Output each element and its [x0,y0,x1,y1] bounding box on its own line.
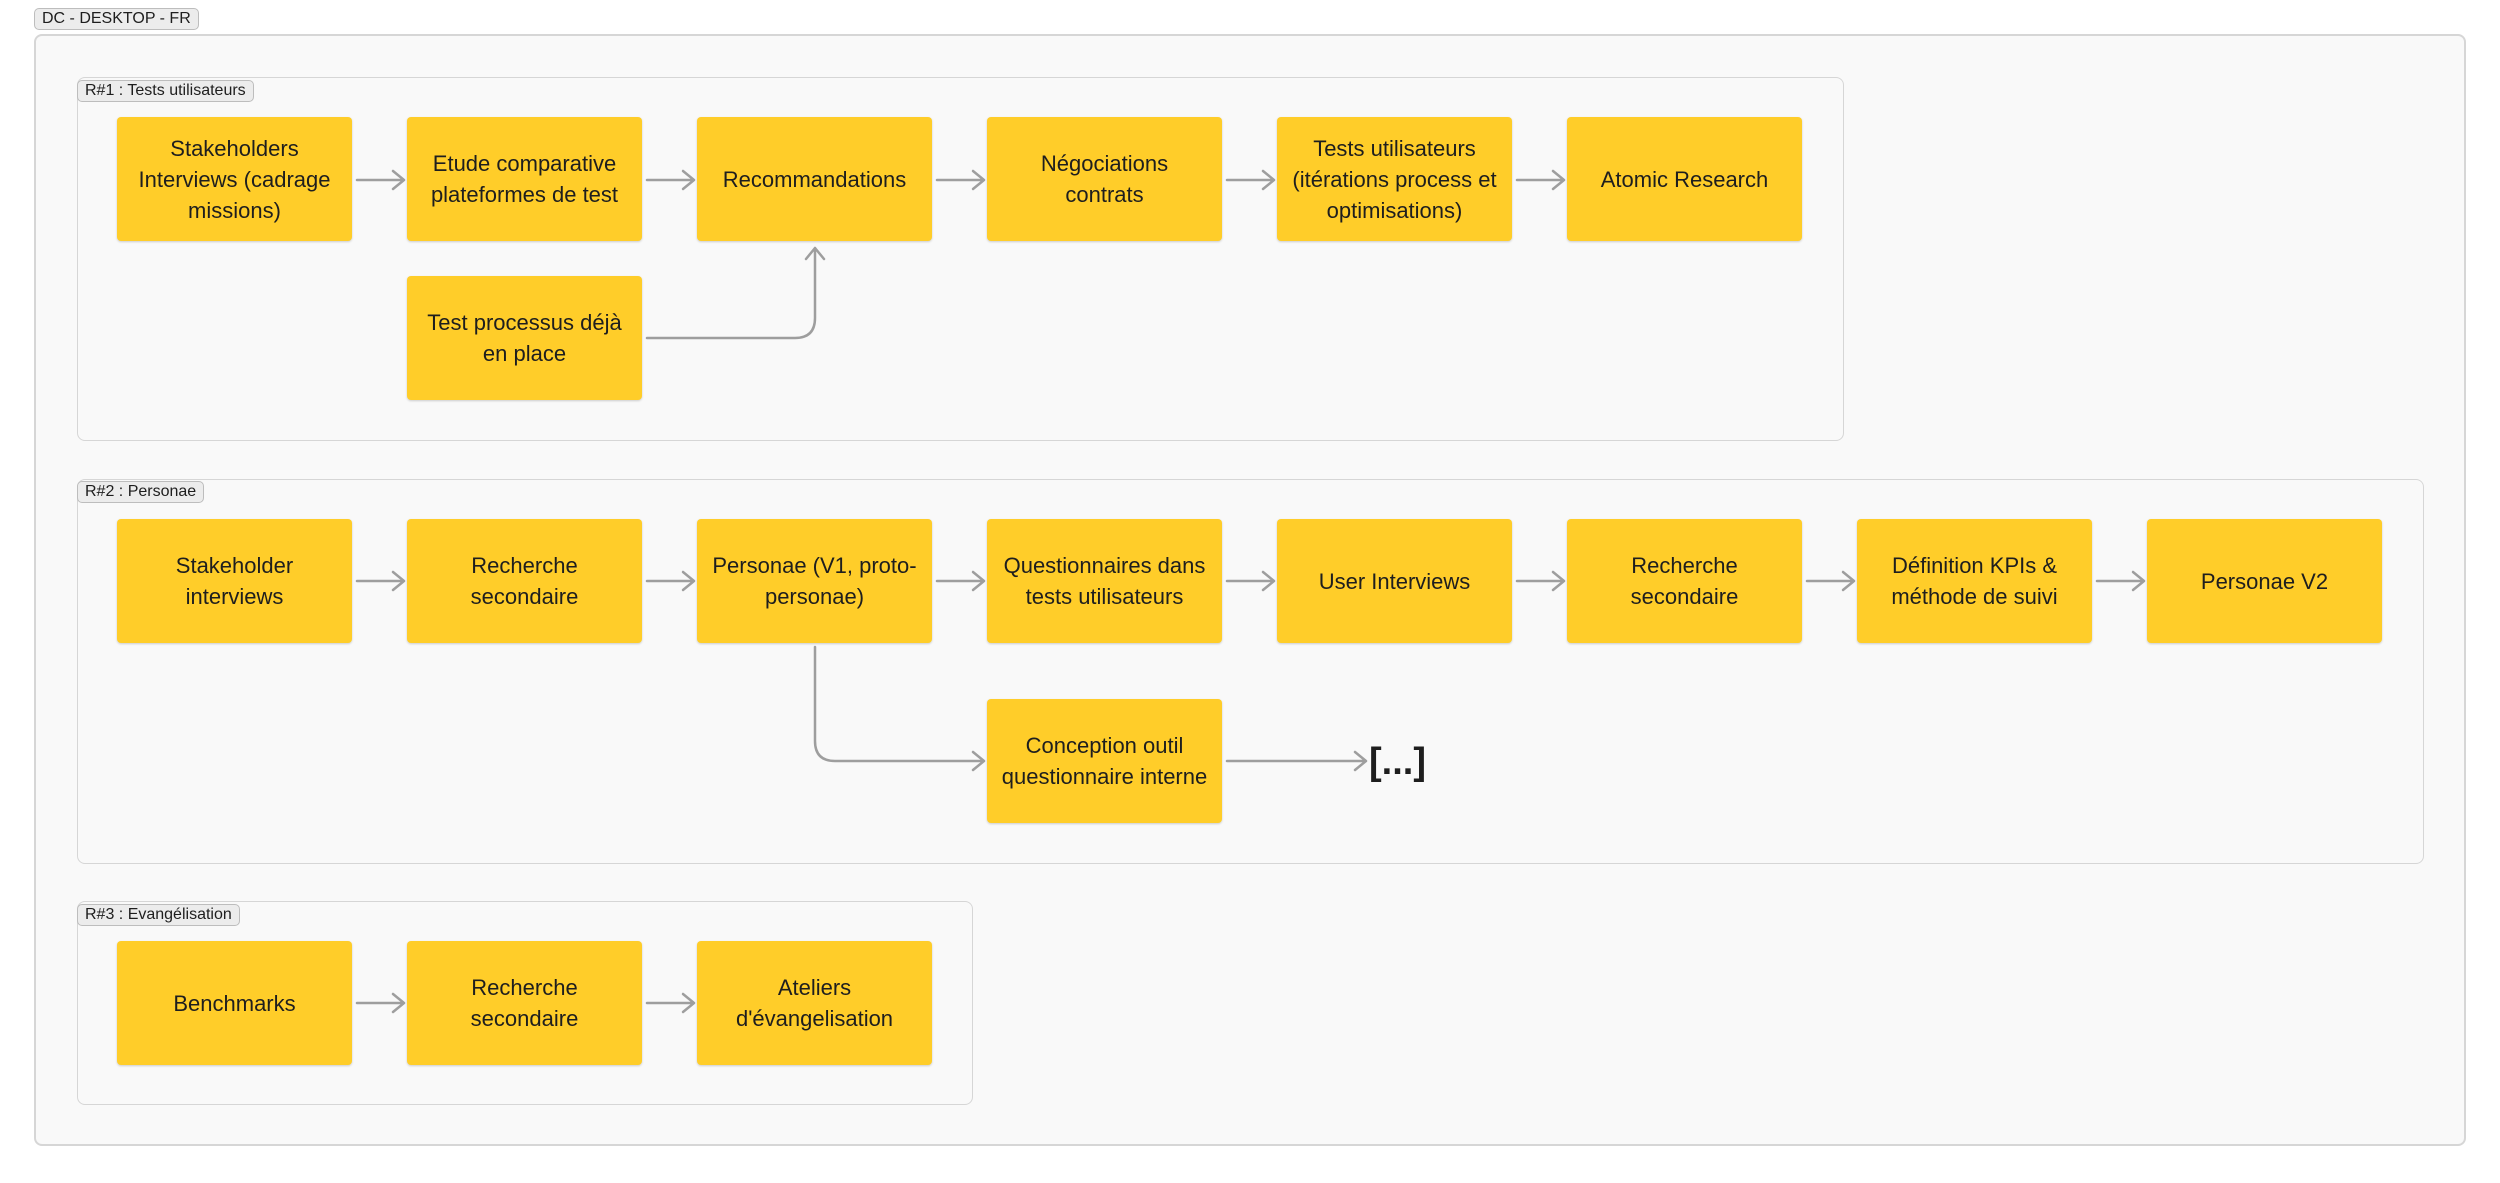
sticky-conception-outil[interactable]: Conception outil questionnaire interne [987,699,1222,823]
sticky-user-interviews[interactable]: User Interviews [1277,519,1512,643]
sticky-atomic-research[interactable]: Atomic Research [1567,117,1802,241]
sticky-benchmarks[interactable]: Benchmarks [117,941,352,1065]
sticky-ateliers-evangelisation[interactable]: Ateliers d'évangelisation [697,941,932,1065]
sticky-personae-v2[interactable]: Personae V2 [2147,519,2382,643]
frame-label[interactable]: DC - DESKTOP - FR [34,8,199,30]
continuation-ellipsis[interactable]: [...] [1369,741,1426,783]
sticky-recherche-secondaire-2[interactable]: Recherche secondaire [1567,519,1802,643]
sticky-recherche-secondaire-3[interactable]: Recherche secondaire [407,941,642,1065]
sticky-recherche-secondaire[interactable]: Recherche secondaire [407,519,642,643]
sticky-recommandations[interactable]: Recommandations [697,117,932,241]
section-tests-utilisateurs[interactable] [77,77,1844,441]
sticky-questionnaires[interactable]: Questionnaires dans tests utilisateurs [987,519,1222,643]
sticky-test-processus[interactable]: Test processus déjà en place [407,276,642,400]
sticky-stakeholders-interviews[interactable]: Stakeholders Interviews (cadrage mission… [117,117,352,241]
sticky-stakeholder-interviews[interactable]: Stakeholder interviews [117,519,352,643]
sticky-tests-utilisateurs[interactable]: Tests utilisateurs (itérations process e… [1277,117,1512,241]
section-label-personae[interactable]: R#2 : Personae [77,481,205,503]
sticky-definition-kpis[interactable]: Définition KPIs & méthode de suivi [1857,519,2092,643]
section-label-tests-utilisateurs[interactable]: R#1 : Tests utilisateurs [77,80,254,102]
section-label-evangelisation[interactable]: R#3 : Evangélisation [77,904,240,926]
sticky-personae-v1[interactable]: Personae (V1, proto-personae) [697,519,932,643]
sticky-negociations-contrats[interactable]: Négociations contrats [987,117,1222,241]
sticky-etude-comparative[interactable]: Etude comparative plateformes de test [407,117,642,241]
